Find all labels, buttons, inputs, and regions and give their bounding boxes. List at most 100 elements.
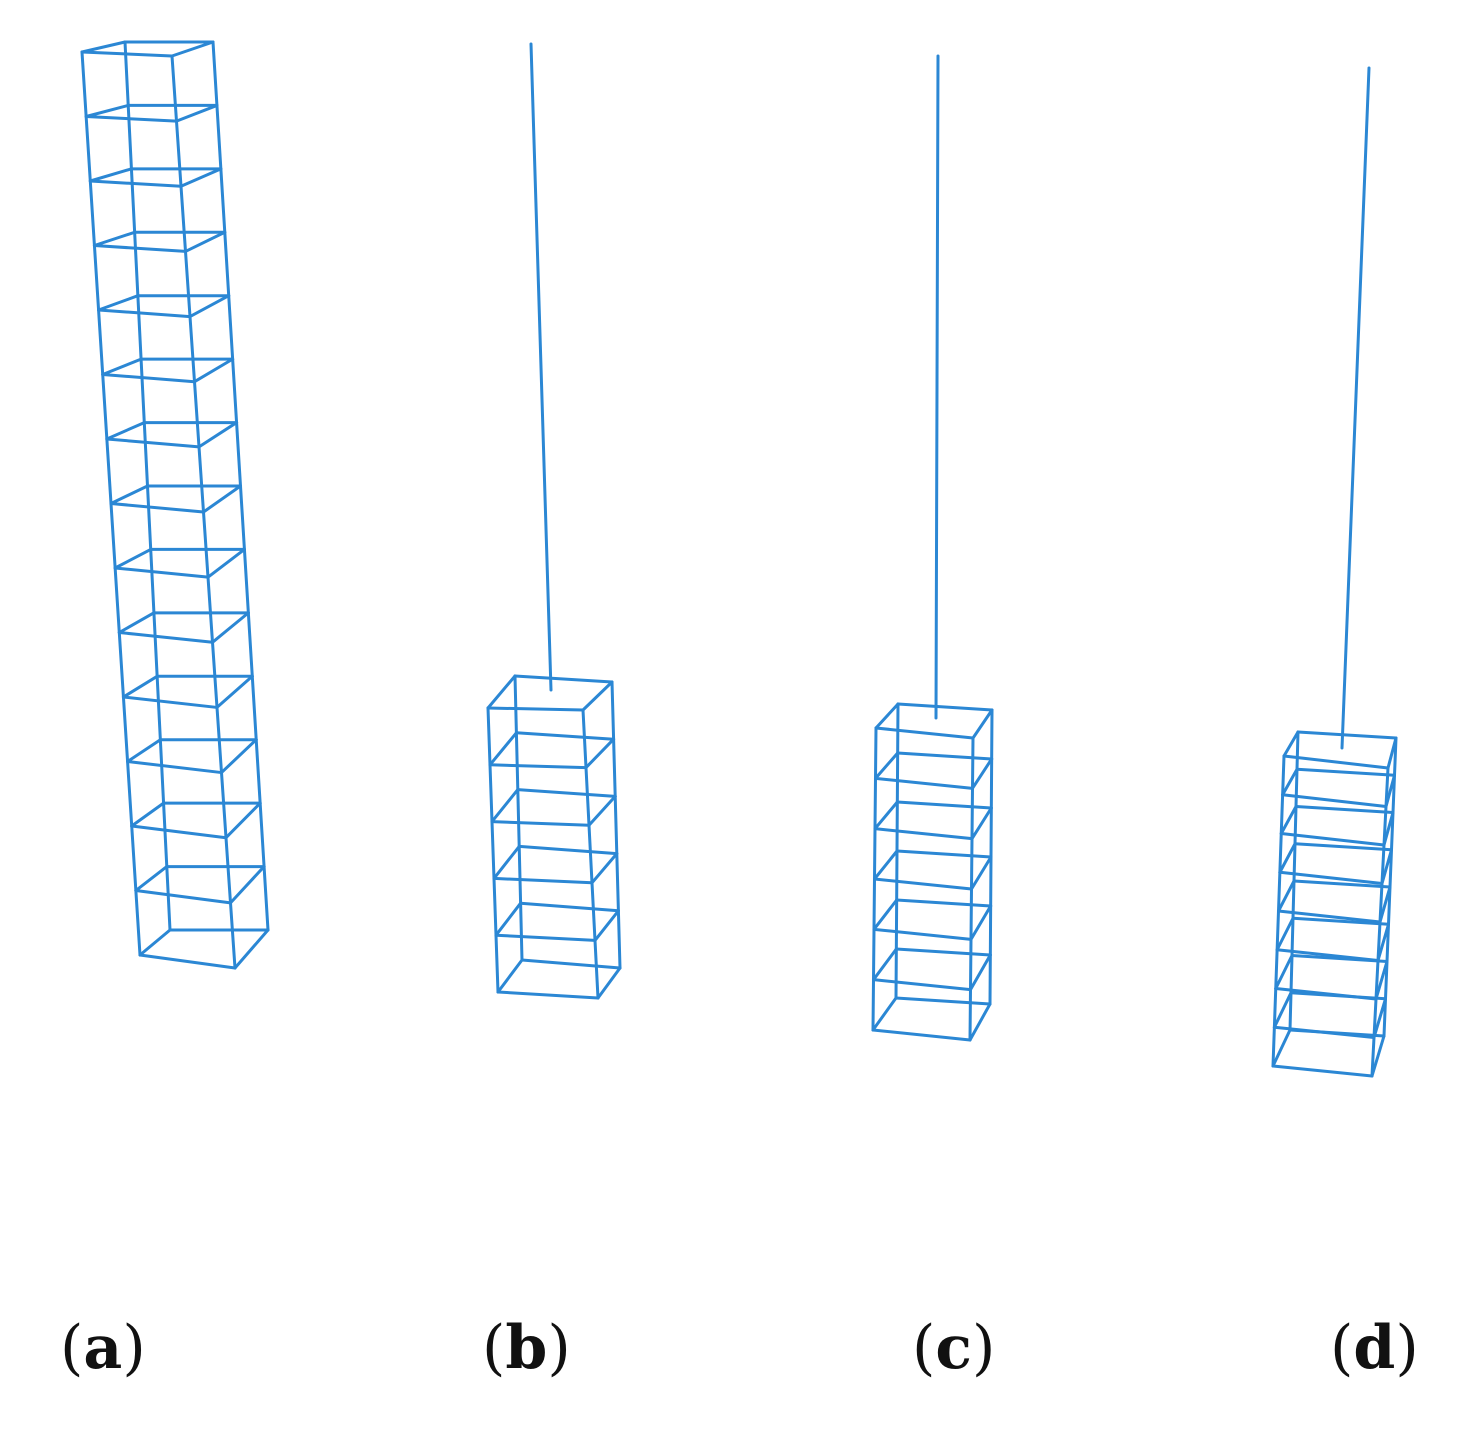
cell-ring-edge (971, 757, 994, 790)
cell-ring-edge (1295, 767, 1396, 777)
cell-ring-edge (970, 855, 993, 891)
cell-ring-edge (872, 898, 899, 931)
cell-ring-edge (520, 958, 622, 970)
cell-ring-edge (193, 357, 235, 384)
vertical-edge (610, 680, 622, 970)
cell-ring-edge (874, 751, 900, 780)
cell-ring-edge (105, 437, 201, 449)
cell-ring-edge (492, 876, 594, 885)
cell-ring-edge (894, 947, 992, 957)
cell-ring-edge (175, 103, 219, 123)
cell-ring-edge (197, 421, 239, 449)
label-letter: c (935, 1313, 972, 1383)
cell-ring-edge (117, 631, 214, 644)
cell-ring-edge (492, 844, 521, 880)
cell-ring-edge (494, 901, 523, 937)
cell-ring-edge (873, 877, 973, 891)
cell-ring-edge (134, 865, 169, 892)
cell-ring-edge (871, 996, 898, 1032)
panel-b-suspended-column (486, 42, 622, 1000)
cell-ring-edge (179, 167, 223, 188)
cell-ring-edge (105, 421, 146, 441)
cell-ring-edge (871, 1028, 972, 1042)
cell-ring-edge (895, 800, 993, 810)
label-letter: b (505, 1313, 548, 1383)
cell-ring-edge (490, 820, 591, 827)
cell-ring-edge (1376, 922, 1390, 962)
cell-ring-edge (1378, 885, 1392, 924)
cell-ring-edge (896, 702, 994, 712)
cell-ring-edge (969, 953, 992, 992)
cell-ring-edge (130, 801, 166, 828)
label-close-paren: ) (122, 1313, 146, 1383)
cell-ring-edge (92, 230, 137, 247)
cell-ring-edge (206, 547, 246, 579)
label-open-paren: ( (1330, 1313, 1354, 1383)
cell-ring-edge (1282, 754, 1390, 770)
cell-ring-edge (593, 909, 620, 942)
cell-ring-edge (97, 294, 140, 312)
panel-a-wireframe-column (80, 40, 270, 970)
cell-ring-edge (184, 230, 227, 253)
cell-ring-edge (1292, 879, 1392, 889)
cell-ring-edge (1271, 1028, 1292, 1068)
cell-ring-edge (233, 928, 270, 970)
cell-ring-edge (138, 928, 172, 957)
cell-ring-edge (126, 738, 162, 763)
label-close-paren: ) (1395, 1313, 1419, 1383)
cell-ring-edge (1374, 960, 1389, 1001)
cell-ring-edge (968, 1002, 992, 1042)
label-letter: d (1353, 1313, 1396, 1383)
cell-ring-edge (1384, 773, 1396, 808)
cell-ring-edge (896, 751, 994, 761)
panel-label-b: (b) (482, 1318, 571, 1378)
cell-ring-edge (126, 760, 223, 775)
cell-ring-edge (1281, 793, 1388, 808)
suspension-wire (1340, 66, 1371, 750)
cell-ring-edge (584, 737, 616, 770)
label-letter: a (83, 1313, 123, 1383)
cell-ring-edge (109, 502, 205, 514)
vertical-edge (486, 706, 500, 994)
cell-ring-edge (113, 547, 153, 570)
cell-ring-edge (1279, 805, 1298, 835)
cell-ring-edge (486, 706, 585, 712)
cell-ring-edge (1272, 991, 1293, 1029)
cell-ring-edge (1291, 916, 1390, 926)
cell-ring-edge (894, 996, 992, 1006)
cell-ring-edge (1294, 805, 1395, 814)
cell-ring-edge (496, 958, 524, 994)
cell-ring-edge (1290, 954, 1389, 963)
cell-ring-edge (494, 933, 597, 942)
cell-ring-edge (514, 731, 616, 741)
cell-ring-edge (80, 50, 174, 58)
cell-ring-edge (590, 852, 619, 885)
panel-c-suspended-column (871, 54, 994, 1042)
cell-ring-edge (1386, 736, 1398, 770)
cell-ring-edge (516, 788, 617, 798)
cell-ring-edge (873, 827, 974, 841)
cell-ring-edge (101, 373, 196, 384)
cell-ring-edge (486, 674, 517, 710)
suspension-wire (529, 42, 553, 692)
cell-ring-edge (872, 927, 973, 941)
cell-ring-edge (113, 566, 210, 579)
cell-ring-edge (188, 294, 231, 319)
cell-ring-edge (88, 179, 183, 188)
cell-ring-edge (1282, 730, 1300, 758)
cell-ring-edge (134, 889, 232, 905)
cell-ring-edge (1274, 954, 1294, 990)
cell-ring-edge (1278, 870, 1384, 885)
cell-ring-edge (1293, 842, 1393, 852)
cell-ring-edge (80, 40, 127, 54)
label-close-paren: ) (971, 1313, 996, 1383)
panel-label-c: (c) (912, 1318, 995, 1378)
cell-ring-edge (874, 776, 974, 790)
cell-ring-edge (1277, 879, 1296, 913)
cell-ring-edge (138, 953, 237, 970)
label-close-paren: ) (547, 1313, 571, 1383)
cell-ring-edge (88, 167, 133, 183)
cell-ring-edge (488, 731, 518, 767)
cell-ring-edge (519, 901, 620, 913)
